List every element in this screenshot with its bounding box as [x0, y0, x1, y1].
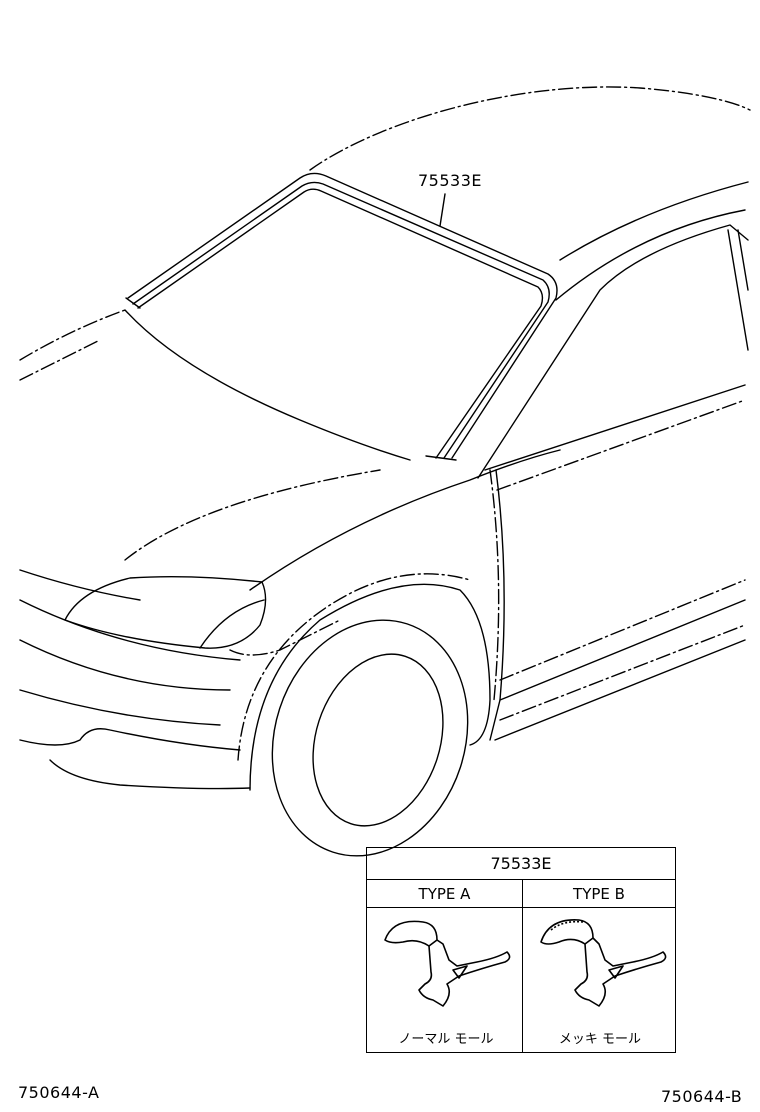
part-callout-label: 75533E	[418, 171, 483, 190]
side-window-line	[484, 384, 746, 471]
tire-outer	[271, 619, 469, 857]
rocker-line-2	[499, 624, 746, 721]
hood-edge	[124, 309, 411, 461]
wheel-arch	[249, 583, 491, 791]
bumper-skirt	[49, 759, 251, 790]
molding-type-inset: 75533E TYPE A TYPE B ノーマル モール メッキ モール	[366, 847, 676, 1053]
bumper-low	[19, 689, 221, 726]
type-a-molding-profile	[384, 920, 511, 1007]
windshield-molding-inner	[137, 188, 544, 459]
fender-edge-dash	[489, 469, 500, 701]
inset-title: 75533E	[367, 848, 675, 880]
rocker-line	[494, 639, 746, 741]
type-b-caption: メッキ モール	[558, 1032, 642, 1047]
door-line-2	[499, 579, 746, 681]
a-pillar	[559, 181, 749, 261]
type-a-heading: TYPE A	[367, 880, 523, 908]
roof-rail	[555, 209, 746, 301]
hood-line-3	[19, 569, 141, 601]
bumper-top	[19, 599, 241, 661]
door-line	[499, 599, 746, 701]
headlamp	[64, 575, 267, 649]
type-b-molding-profile	[540, 919, 667, 1007]
wheel-arch-dash	[237, 573, 471, 761]
callout-leader	[439, 193, 446, 227]
windshield-molding-outer	[127, 172, 558, 459]
fender-top	[249, 449, 561, 591]
figure-code-right: 750644-B	[661, 1087, 743, 1106]
hood-line-2	[19, 339, 101, 381]
pillar-line-2	[737, 229, 749, 291]
hood-front	[19, 309, 126, 361]
figure-code-left: 750644-A	[18, 1083, 100, 1102]
headlamp-inner	[199, 599, 265, 649]
pillar-line	[727, 229, 749, 351]
type-b-heading: TYPE B	[523, 880, 675, 908]
hood-crease	[124, 469, 381, 561]
side-window-front	[477, 224, 749, 479]
type-a-caption: ノーマル モール	[398, 1032, 494, 1047]
molding-end-right	[425, 455, 457, 461]
molding-end-left	[125, 297, 141, 309]
fender-edge	[489, 469, 505, 741]
windshield-molding-mid	[132, 181, 550, 459]
tire-inner	[312, 653, 444, 827]
inset-divider	[522, 908, 524, 1052]
bumper-mid	[19, 639, 231, 691]
roof-line	[309, 86, 751, 171]
bumper-bottom	[19, 728, 241, 751]
belt-line	[496, 399, 746, 491]
